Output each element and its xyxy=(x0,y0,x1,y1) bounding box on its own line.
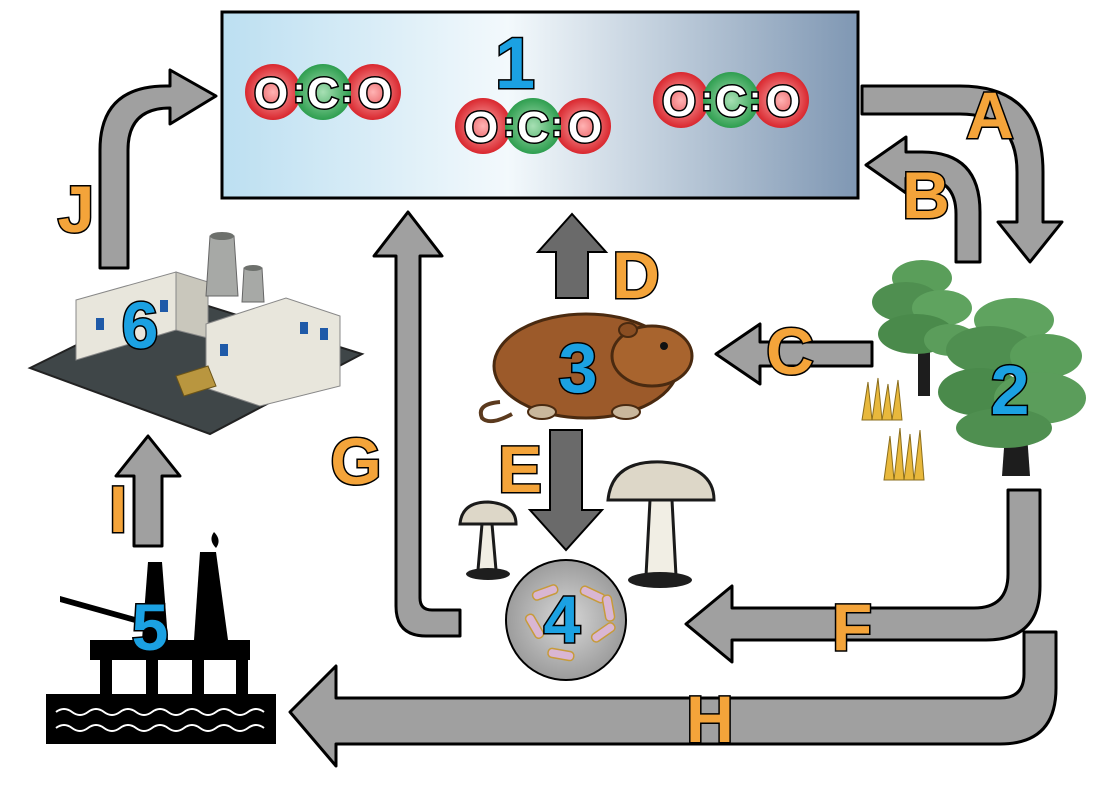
carbon-atom-label: C xyxy=(517,103,549,152)
node-atmosphere: O : C : O O : C : O O : C : O 1 xyxy=(220,10,860,200)
node-label-6: 6 xyxy=(122,288,159,362)
arrow-h xyxy=(288,630,1058,768)
oxygen-atom-label: O xyxy=(464,103,498,152)
tree-icon xyxy=(938,298,1086,476)
bacteria-dish xyxy=(505,559,627,681)
edge-label-j: J xyxy=(58,172,95,246)
double-bond: : xyxy=(503,106,514,144)
water-waves xyxy=(55,708,265,732)
edge-label-i: I xyxy=(109,472,127,546)
co2-molecule: O : C : O xyxy=(245,64,401,120)
arrow-g xyxy=(372,210,462,638)
double-bond: : xyxy=(341,72,352,110)
arrow-e xyxy=(527,429,605,552)
factory-icon xyxy=(27,232,365,436)
bacteria-icon xyxy=(524,584,616,662)
node-label-3: 3 xyxy=(559,329,598,407)
co2-molecule: O : C : O xyxy=(653,72,809,128)
arrow-a xyxy=(860,84,1064,264)
double-bond: : xyxy=(701,80,712,118)
tree-icon xyxy=(872,260,976,396)
edge-label-c: C xyxy=(766,314,814,388)
oxygen-atom-label: O xyxy=(358,69,392,118)
double-bond: : xyxy=(551,106,562,144)
mushroom-icon xyxy=(458,500,518,580)
node-label-4: 4 xyxy=(544,582,581,656)
mushroom-icon xyxy=(606,460,716,588)
oxygen-atom-label: O xyxy=(662,77,696,126)
oxygen-atom-label: O xyxy=(568,103,602,152)
edge-label-a: A xyxy=(966,78,1014,152)
edge-label-h: H xyxy=(686,682,734,756)
arrow-j xyxy=(98,68,218,270)
node-factory: 6 xyxy=(27,232,365,436)
oil-rig-icon xyxy=(46,532,276,744)
node-label-2: 2 xyxy=(991,351,1030,429)
edge-label-b: B xyxy=(902,158,950,232)
co2-molecule: O : C : O xyxy=(455,98,611,154)
arrow-b xyxy=(864,135,982,264)
oxygen-atom-label: O xyxy=(254,69,288,118)
arrow-d xyxy=(535,212,609,299)
node-oil-rig: 5 xyxy=(46,532,276,744)
node-animal: 3 xyxy=(478,312,694,424)
rodent-icon xyxy=(478,312,694,424)
edge-label-f: F xyxy=(832,590,872,664)
carbon-atom-label: C xyxy=(307,69,339,118)
arrow-f xyxy=(684,488,1042,664)
double-bond: : xyxy=(749,80,760,118)
node-label-5: 5 xyxy=(132,590,169,664)
node-plants: 2 xyxy=(861,260,1086,481)
edge-label-g: G xyxy=(330,424,381,498)
node-label-1: 1 xyxy=(495,24,535,104)
edge-label-d: D xyxy=(612,238,660,312)
arrow-c xyxy=(714,322,874,386)
double-bond: : xyxy=(293,72,304,110)
oxygen-atom-label: O xyxy=(766,77,800,126)
edge-label-e: E xyxy=(498,432,542,506)
carbon-atom-label: C xyxy=(715,77,747,126)
grass-icon xyxy=(861,377,925,481)
arrow-i xyxy=(114,434,182,548)
node-decomposers: 4 xyxy=(458,460,716,681)
